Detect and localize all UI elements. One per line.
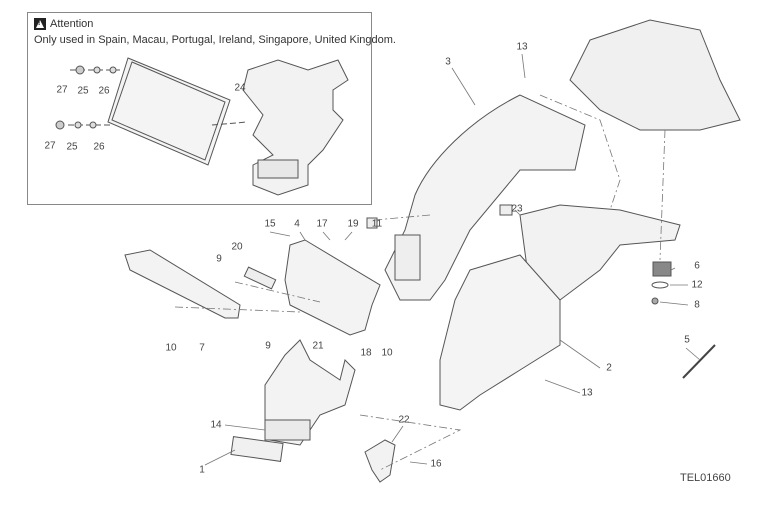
part-label: 6 <box>694 260 700 272</box>
part-label: 26 <box>93 141 105 153</box>
part-label: 17 <box>316 218 328 230</box>
part-bracket-22 <box>365 440 395 482</box>
part-rear-mudguard-lower <box>440 255 560 410</box>
part-label: 15 <box>264 218 276 230</box>
part-label: 26 <box>98 85 110 97</box>
part-label: 4 <box>294 218 300 230</box>
part-label: 8 <box>694 299 700 311</box>
part-label: 10 <box>165 342 177 354</box>
part-label: 12 <box>691 279 703 291</box>
part-label: 25 <box>77 85 89 97</box>
part-label: 1 <box>199 464 205 476</box>
part-label: 9 <box>265 340 271 352</box>
part-label: 19 <box>347 218 359 230</box>
attention-box: Attention Only used in Spain, Macau, Por… <box>27 12 396 205</box>
part-label: 13 <box>581 387 593 399</box>
attention-title: Attention <box>50 18 94 30</box>
part-label: 22 <box>398 414 410 426</box>
part-label: 20 <box>231 241 243 253</box>
part-label: 2 <box>606 362 612 374</box>
part-reflector-1 <box>231 437 283 462</box>
attention-text: Only used in Spain, Macau, Portugal, Ire… <box>34 34 396 46</box>
part-label: 21 <box>312 340 324 352</box>
part-label: 14 <box>210 419 222 431</box>
inset-reflector-plate <box>56 58 348 195</box>
part-plate-20 <box>244 267 275 289</box>
part-label: 16 <box>430 458 442 470</box>
part-label: 18 <box>360 347 372 359</box>
part-label: 27 <box>44 140 56 152</box>
part-bracket-7 <box>125 250 240 318</box>
warning-icon <box>34 18 46 30</box>
part-label: 5 <box>684 334 690 346</box>
attention-heading: Attention <box>34 18 93 30</box>
part-label: 11 <box>371 218 383 230</box>
part-label: 25 <box>66 141 78 153</box>
part-label: 9 <box>216 253 222 265</box>
part-label: 27 <box>56 84 68 96</box>
part-label: 13 <box>516 41 528 53</box>
part-label: 24 <box>234 82 246 94</box>
part-label: 10 <box>381 347 393 359</box>
part-bracket-4 <box>285 240 380 335</box>
part-label: 7 <box>199 342 205 354</box>
part-tail-frame-top <box>570 20 740 130</box>
drawing-code: TEL01660 <box>680 472 731 484</box>
part-rear-mudguard-upper <box>385 95 585 300</box>
part-label: 3 <box>445 56 451 68</box>
part-label: 23 <box>511 203 523 215</box>
